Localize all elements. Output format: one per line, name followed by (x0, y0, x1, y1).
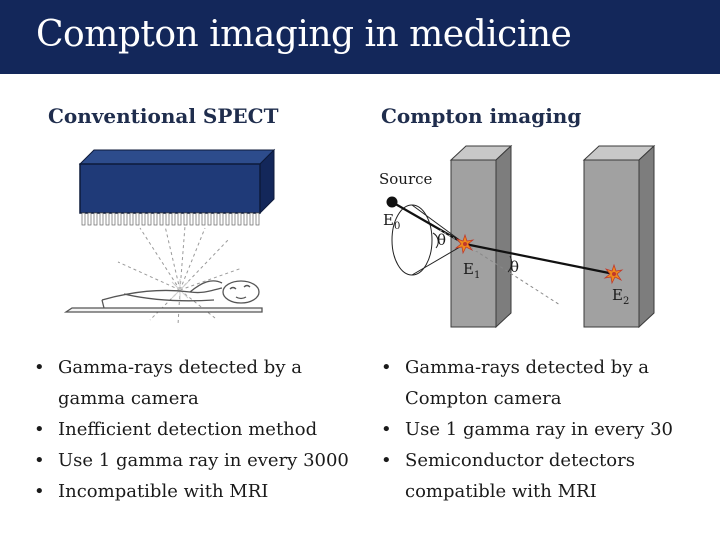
theta-arc-1 (432, 232, 439, 249)
theta-label-1: θ (437, 231, 446, 249)
bullet-item: Use 1 gamma ray in every 3000 (26, 445, 366, 476)
heading-conventional-spect: Conventional SPECT (48, 104, 279, 128)
bullet-item: Semiconductor detectors compatible with … (373, 445, 703, 507)
e1-label: E1 (463, 260, 480, 281)
bullets-conventional-spect: Gamma-rays detected by a gamma camera In… (26, 352, 366, 507)
compton-detector-2 (582, 144, 656, 329)
interaction-star-1 (454, 233, 475, 255)
bullet-item: Incompatible with MRI (26, 476, 366, 507)
bullets-compton-imaging: Gamma-rays detected by a Compton camera … (373, 352, 703, 507)
source-label: Source (379, 170, 433, 188)
patient-on-bed (63, 280, 263, 313)
slide-title: Compton imaging in medicine (36, 14, 572, 55)
bullet-item: Gamma-rays detected by a Compton camera (373, 352, 703, 414)
bullet-item: Gamma-rays detected by a gamma camera (26, 352, 366, 414)
e0-label: E0 (383, 211, 400, 232)
theta-arc-2 (507, 255, 513, 273)
compton-cone (391, 204, 466, 276)
bullet-item: Use 1 gamma ray in every 30 (373, 414, 703, 445)
title-bar: Compton imaging in medicine (0, 0, 720, 74)
source-point (386, 196, 398, 208)
gamma-camera-illustration (78, 148, 276, 226)
compton-detector-1 (449, 144, 513, 329)
theta-label-2: θ (510, 258, 519, 276)
bullet-item: Inefficient detection method (26, 414, 366, 445)
ray-burst (171, 279, 189, 301)
interaction-star-2 (603, 263, 624, 285)
heading-compton-imaging: Compton imaging (381, 104, 582, 128)
collimator (81, 212, 260, 226)
e2-label: E2 (612, 286, 629, 307)
